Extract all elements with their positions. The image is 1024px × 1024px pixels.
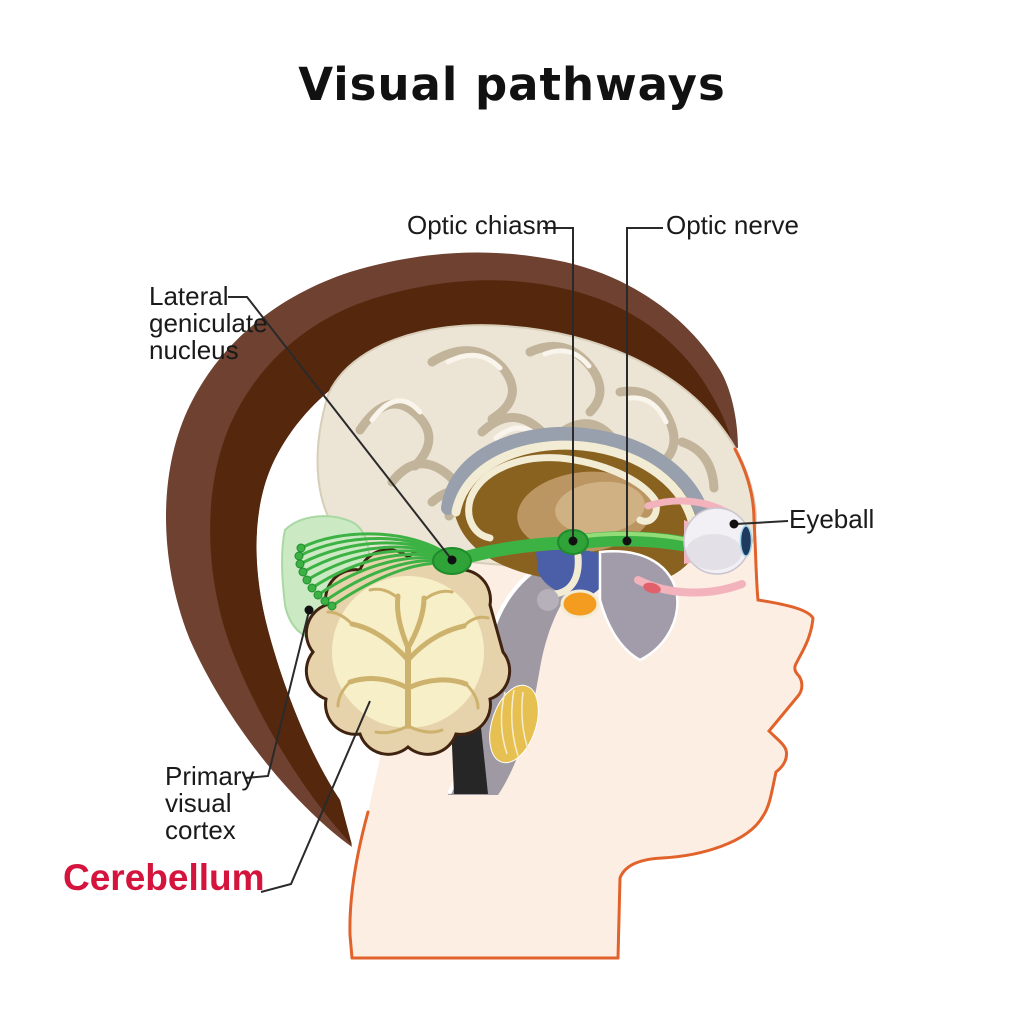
leader-cerebellum xyxy=(260,700,371,893)
pituitary-stalk xyxy=(551,552,582,598)
label-lateral-geniculate-nucleus: Lateral geniculate nucleus xyxy=(149,281,268,365)
label-optic-chiasm: Optic chiasm xyxy=(407,210,558,240)
label-eyeball: Eyeball xyxy=(789,504,875,534)
fornix-hook xyxy=(465,496,494,542)
corpus-callosum-inner xyxy=(451,440,699,535)
neck-back-outline xyxy=(348,810,370,960)
corpus-callosum-arc xyxy=(441,427,713,537)
label-primary-visual-cortex: Primary visual cortex xyxy=(165,761,255,845)
leader-lines xyxy=(228,227,789,893)
optic-nerve-path xyxy=(578,531,698,553)
lacrimal-red-shape xyxy=(643,582,661,594)
leader-lateral-geniculate-nucleus xyxy=(228,296,453,561)
fornix-curve xyxy=(466,454,660,525)
leader-optic-nerve xyxy=(626,227,663,540)
brainstem-shape xyxy=(448,556,600,795)
pituitary-blob xyxy=(537,589,559,611)
diagram-title: Visual pathways xyxy=(298,58,726,111)
cerebral-peduncle-shape xyxy=(598,550,679,662)
optic-nerve-highlight xyxy=(584,531,690,542)
optic-radiation-endpoints xyxy=(294,543,337,611)
label-cerebellum: Cerebellum xyxy=(63,857,265,898)
nucleus-orange-blob xyxy=(560,589,600,619)
pointer-dot-eyeball xyxy=(729,519,739,529)
pointer-dot-primary-visual-cortex xyxy=(304,605,314,615)
pointer-dot-optic-chiasm xyxy=(568,536,578,546)
pointer-dot-lgn xyxy=(447,555,457,565)
pons-gold-striations xyxy=(500,689,530,757)
thalamus-highlight xyxy=(555,481,645,535)
cerebellum-arbor-vitae xyxy=(326,587,490,735)
pointer-dot-optic-nerve xyxy=(622,536,632,546)
midbrain-blue-area xyxy=(536,549,608,597)
leader-primary-visual-cortex xyxy=(244,610,310,779)
leader-eyeball xyxy=(735,520,789,525)
iris-shape xyxy=(739,525,753,557)
leader-optic-chiasm xyxy=(543,227,574,540)
label-optic-nerve: Optic nerve xyxy=(666,210,799,240)
face-profile-outline xyxy=(616,447,815,960)
eyeball-shading xyxy=(686,534,742,570)
